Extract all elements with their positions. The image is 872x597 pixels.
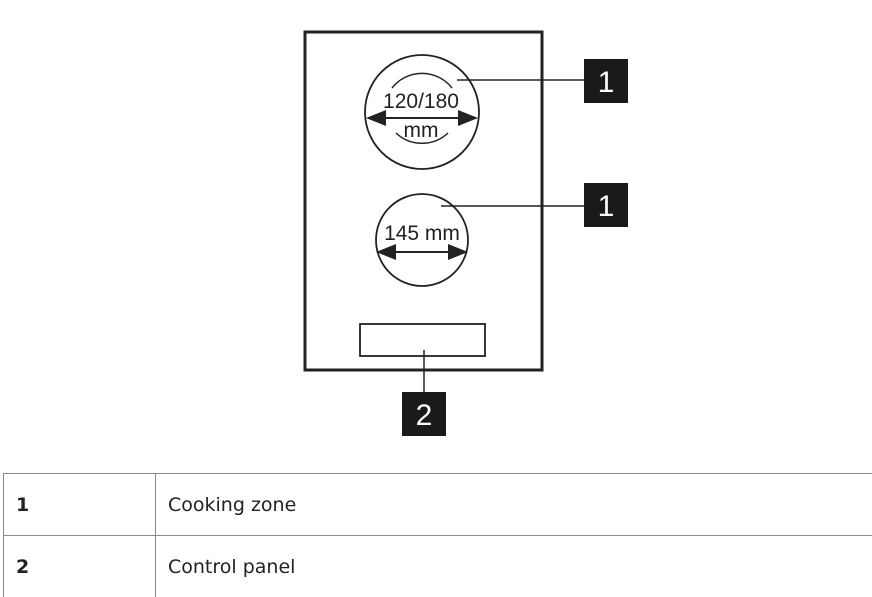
cooking-zone-single: 145 mm (376, 194, 468, 286)
cooking-zone-dual: 120/180 mm (365, 55, 479, 169)
table-row: 1 Cooking zone (4, 474, 872, 536)
hob-outline (305, 32, 542, 370)
zone2-size-label: 145 mm (384, 222, 460, 245)
legend-label: Cooking zone (156, 474, 872, 536)
zone1-unit-label: mm (404, 119, 439, 142)
legend-key: 2 (4, 536, 156, 597)
table-row: 2 Control panel (4, 536, 872, 597)
svg-text:2: 2 (416, 399, 433, 432)
legend-label: Control panel (156, 536, 872, 597)
hob-diagram: 120/180 mm 145 mm 1 1 2 (0, 0, 872, 470)
svg-text:1: 1 (598, 66, 615, 99)
callout-1b: 1 (584, 183, 628, 227)
legend-key: 1 (4, 474, 156, 536)
zone1-size-label: 120/180 (383, 90, 459, 113)
legend-table: 1 Cooking zone 2 Control panel (3, 473, 872, 597)
control-panel-shape (360, 324, 485, 356)
svg-text:1: 1 (598, 190, 615, 223)
callout-1a: 1 (584, 59, 628, 103)
callout-2: 2 (402, 392, 446, 436)
